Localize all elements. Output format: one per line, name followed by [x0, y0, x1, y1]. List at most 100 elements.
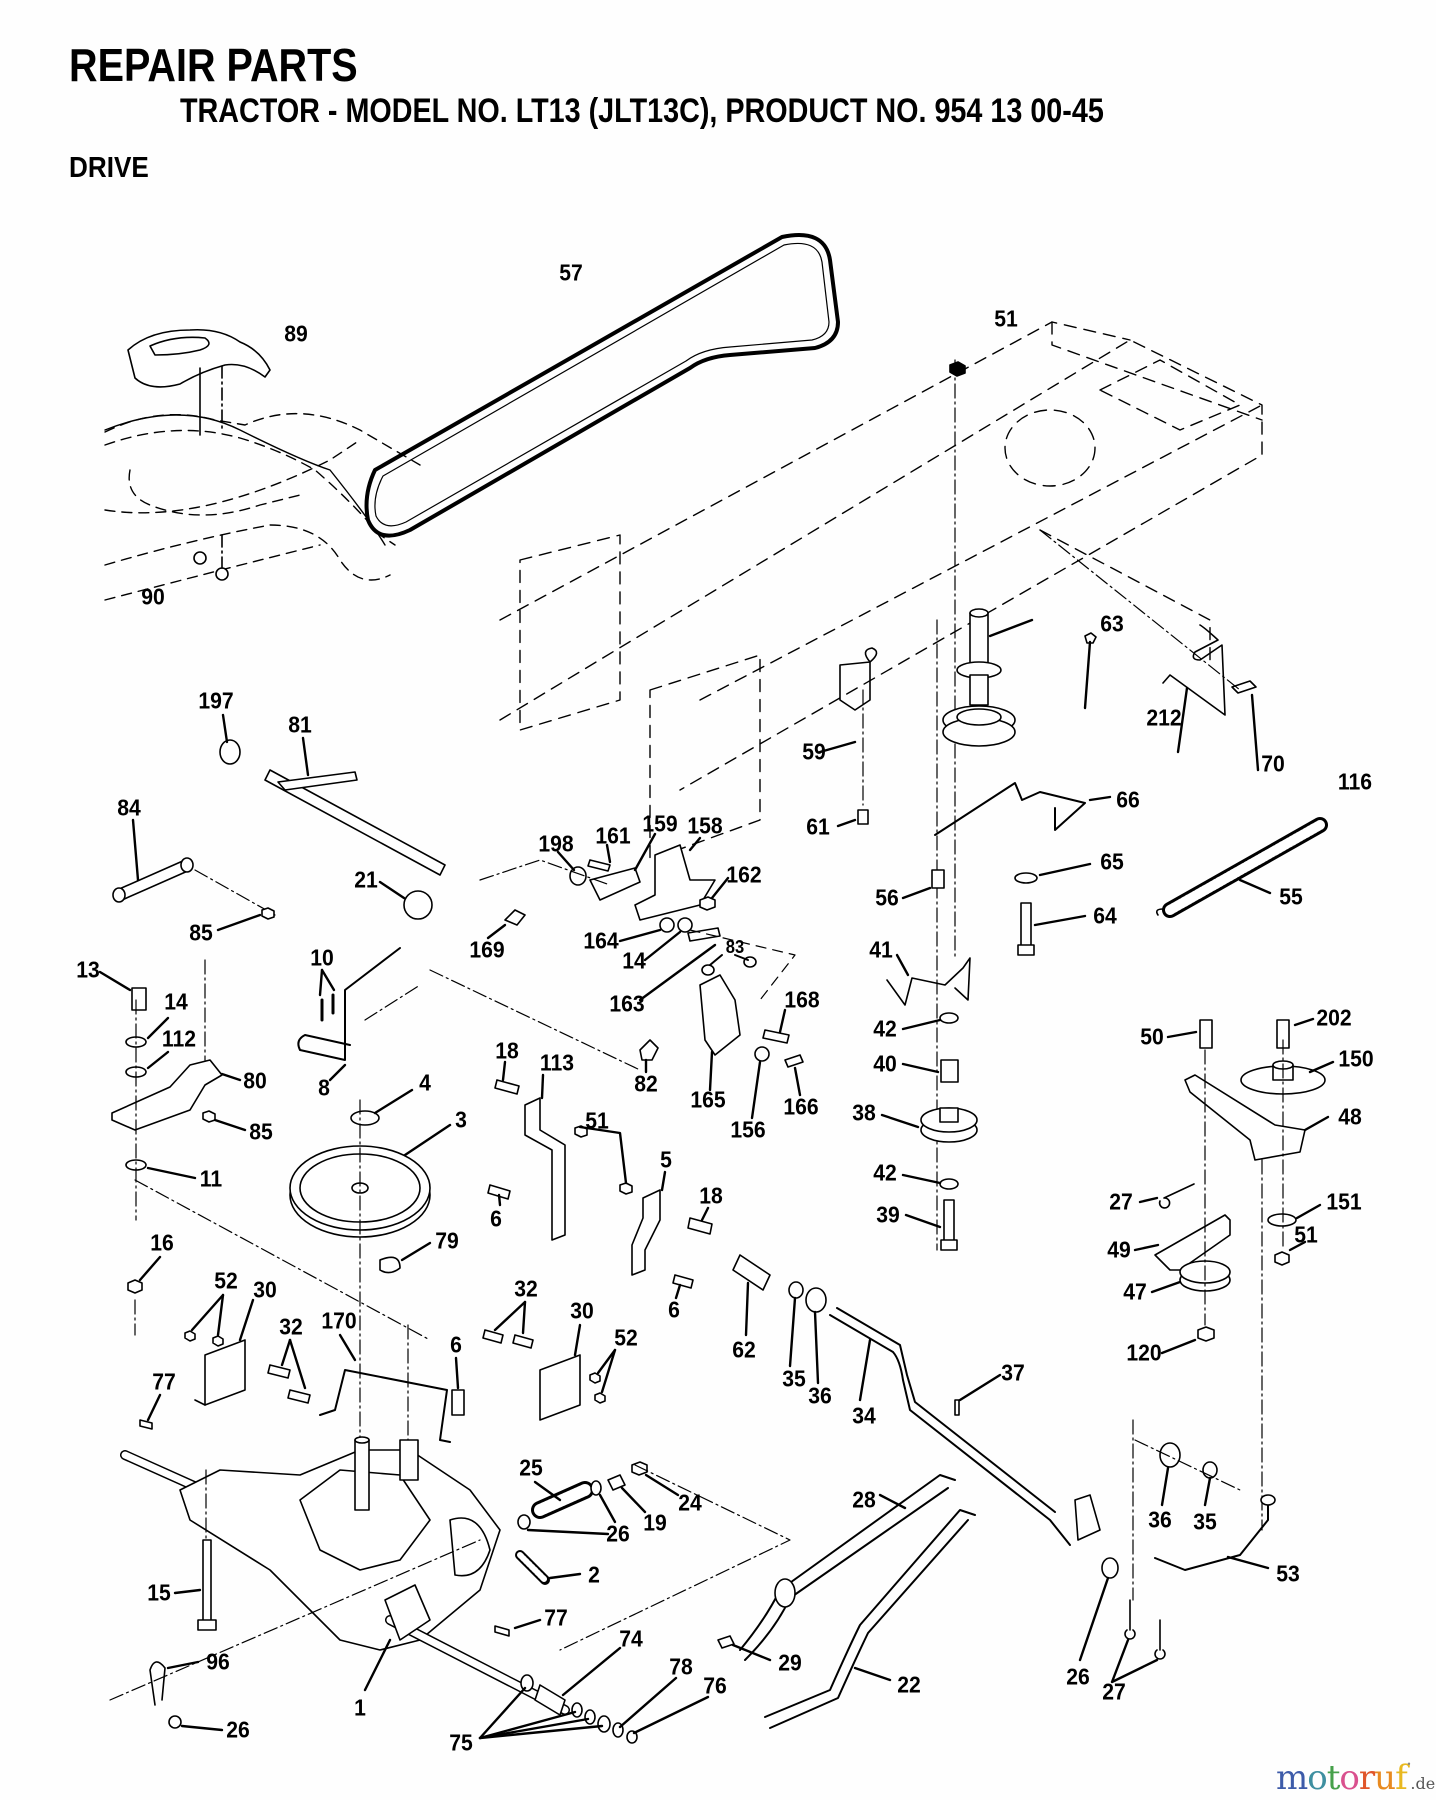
callout-120[interactable]: 120 — [1126, 1339, 1162, 1366]
callout-168[interactable]: 168 — [784, 986, 820, 1013]
callout-30b[interactable]: 30 — [570, 1297, 594, 1324]
callout-47[interactable]: 47 — [1123, 1278, 1147, 1305]
callout-50[interactable]: 50 — [1140, 1023, 1164, 1050]
callout-156[interactable]: 156 — [730, 1116, 766, 1143]
callout-32b[interactable]: 32 — [514, 1275, 538, 1302]
callout-27a[interactable]: 27 — [1109, 1188, 1133, 1215]
callout-18b[interactable]: 18 — [699, 1182, 723, 1209]
callout-74[interactable]: 74 — [619, 1625, 643, 1652]
callout-4[interactable]: 4 — [419, 1069, 431, 1096]
callout-198[interactable]: 198 — [538, 830, 574, 857]
callout-166[interactable]: 166 — [783, 1093, 819, 1120]
callout-150[interactable]: 150 — [1338, 1045, 1374, 1072]
callout-8[interactable]: 8 — [318, 1074, 330, 1101]
callout-57[interactable]: 57 — [559, 259, 583, 286]
callout-83[interactable]: 83 — [725, 937, 745, 957]
callout-18a[interactable]: 18 — [495, 1037, 519, 1064]
callout-55[interactable]: 55 — [1279, 883, 1303, 910]
callout-51c[interactable]: 51 — [1294, 1221, 1318, 1248]
callout-61[interactable]: 61 — [806, 813, 830, 840]
callout-14b[interactable]: 14 — [164, 988, 188, 1015]
callout-16[interactable]: 16 — [150, 1229, 174, 1256]
callout-2[interactable]: 2 — [588, 1561, 600, 1588]
callout-3[interactable]: 3 — [455, 1106, 467, 1133]
callout-158[interactable]: 158 — [687, 812, 723, 839]
callout-42b[interactable]: 42 — [873, 1159, 897, 1186]
callout-76[interactable]: 76 — [703, 1672, 727, 1699]
callout-39[interactable]: 39 — [876, 1201, 900, 1228]
callout-42a[interactable]: 42 — [873, 1015, 897, 1042]
callout-84[interactable]: 84 — [117, 794, 141, 821]
callout-24[interactable]: 24 — [678, 1489, 702, 1516]
callout-36b[interactable]: 36 — [1148, 1506, 1172, 1533]
callout-70[interactable]: 70 — [1261, 750, 1285, 777]
callout-66[interactable]: 66 — [1116, 786, 1140, 813]
callout-52a[interactable]: 52 — [214, 1267, 238, 1294]
callout-159[interactable]: 159 — [642, 810, 678, 837]
callout-56[interactable]: 56 — [875, 884, 899, 911]
callout-22[interactable]: 22 — [897, 1671, 921, 1698]
callout-28[interactable]: 28 — [852, 1486, 876, 1513]
callout-35b[interactable]: 35 — [1193, 1508, 1217, 1535]
callout-10[interactable]: 10 — [310, 944, 334, 971]
callout-202[interactable]: 202 — [1316, 1004, 1352, 1031]
callout-51a[interactable]: 51 — [994, 305, 1018, 332]
callout-163[interactable]: 163 — [609, 990, 645, 1017]
callout-6b[interactable]: 6 — [450, 1331, 462, 1358]
callout-78[interactable]: 78 — [669, 1653, 693, 1680]
callout-21[interactable]: 21 — [354, 866, 378, 893]
callout-165[interactable]: 165 — [690, 1086, 726, 1113]
callout-37[interactable]: 37 — [1001, 1359, 1025, 1386]
callout-212[interactable]: 212 — [1146, 704, 1182, 731]
callout-48[interactable]: 48 — [1338, 1103, 1362, 1130]
callout-89[interactable]: 89 — [284, 320, 308, 347]
callout-51b[interactable]: 51 — [585, 1107, 609, 1134]
callout-13[interactable]: 13 — [76, 956, 100, 983]
callout-151[interactable]: 151 — [1326, 1188, 1362, 1215]
callout-161[interactable]: 161 — [595, 822, 631, 849]
callout-77a[interactable]: 77 — [152, 1368, 176, 1395]
callout-34[interactable]: 34 — [852, 1402, 876, 1429]
callout-82[interactable]: 82 — [634, 1070, 658, 1097]
callout-26c[interactable]: 26 — [226, 1716, 250, 1743]
callout-38[interactable]: 38 — [852, 1099, 876, 1126]
callout-52b[interactable]: 52 — [614, 1324, 638, 1351]
callout-81[interactable]: 81 — [288, 711, 312, 738]
callout-36a[interactable]: 36 — [808, 1382, 832, 1409]
callout-25[interactable]: 25 — [519, 1454, 543, 1481]
callout-170[interactable]: 170 — [321, 1307, 357, 1334]
callout-41[interactable]: 41 — [869, 936, 893, 963]
callout-77b[interactable]: 77 — [544, 1604, 568, 1631]
callout-27b[interactable]: 27 — [1102, 1678, 1126, 1705]
callout-62[interactable]: 62 — [732, 1336, 756, 1363]
callout-11[interactable]: 11 — [199, 1165, 223, 1192]
callout-6a[interactable]: 6 — [490, 1205, 502, 1232]
callout-49[interactable]: 49 — [1107, 1236, 1131, 1263]
callout-197[interactable]: 197 — [198, 687, 234, 714]
callout-26b[interactable]: 26 — [1066, 1663, 1090, 1690]
callout-116[interactable]: 116 — [1337, 768, 1373, 795]
callout-1[interactable]: 1 — [354, 1694, 366, 1721]
callout-65[interactable]: 65 — [1100, 848, 1124, 875]
callout-64[interactable]: 64 — [1093, 902, 1117, 929]
callout-164[interactable]: 164 — [583, 927, 619, 954]
callout-35a[interactable]: 35 — [782, 1365, 806, 1392]
callout-19[interactable]: 19 — [643, 1509, 667, 1536]
callout-113[interactable]: 113 — [539, 1049, 575, 1076]
callout-90[interactable]: 90 — [141, 583, 165, 610]
callout-162[interactable]: 162 — [726, 861, 762, 888]
callout-32a[interactable]: 32 — [279, 1313, 303, 1340]
callout-85a[interactable]: 85 — [189, 919, 213, 946]
callout-15[interactable]: 15 — [147, 1579, 171, 1606]
callout-96[interactable]: 96 — [206, 1648, 230, 1675]
callout-63[interactable]: 63 — [1100, 610, 1124, 637]
callout-85b[interactable]: 85 — [249, 1118, 273, 1145]
callout-40[interactable]: 40 — [873, 1050, 897, 1077]
callout-26a[interactable]: 26 — [606, 1520, 630, 1547]
callout-75[interactable]: 75 — [449, 1729, 473, 1756]
callout-112[interactable]: 112 — [161, 1025, 197, 1052]
callout-169[interactable]: 169 — [469, 936, 505, 963]
callout-29[interactable]: 29 — [778, 1649, 802, 1676]
callout-59[interactable]: 59 — [802, 738, 826, 765]
callout-79[interactable]: 79 — [435, 1227, 459, 1254]
